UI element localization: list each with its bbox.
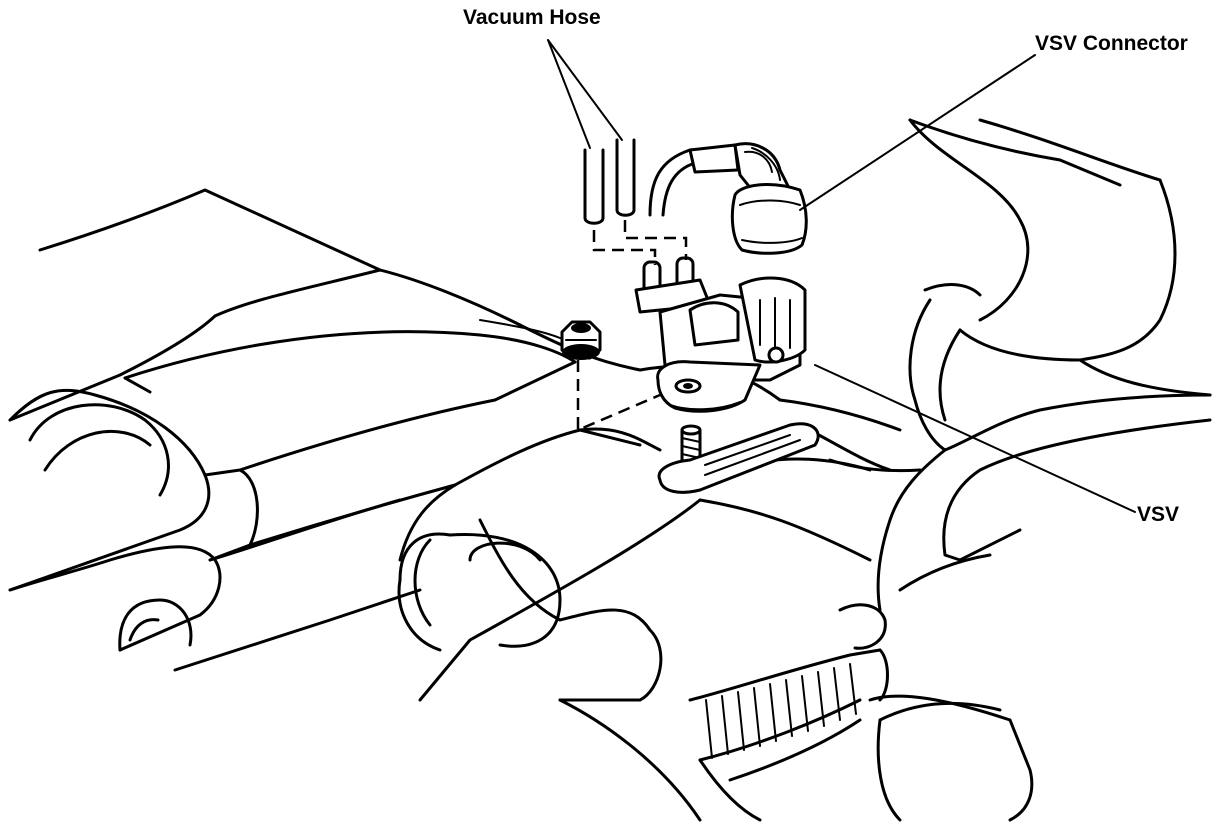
leader-lines [479, 39, 1136, 513]
nut [560, 320, 602, 360]
vsv-body [634, 256, 807, 413]
label-vsv-connector: VSV Connector [1035, 32, 1188, 55]
corrugated-hose [558, 603, 1034, 822]
label-vacuum-hose: Vacuum Hose [463, 6, 601, 29]
rubber-boot [397, 532, 562, 652]
left-engine-cover [8, 188, 577, 672]
right-air-duct [876, 118, 1212, 612]
vsv-connector [648, 142, 808, 255]
assembly-lines [576, 220, 688, 432]
label-vsv: VSV [1137, 503, 1179, 526]
vacuum-hoses [583, 138, 636, 225]
mounting-bracket [657, 422, 820, 494]
